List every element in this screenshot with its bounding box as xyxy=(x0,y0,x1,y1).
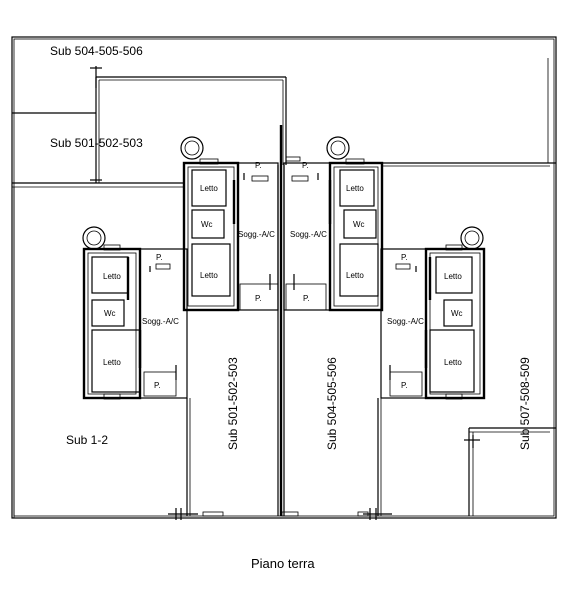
room-soggiorno: Sogg.-A/C xyxy=(290,230,327,239)
label-sub-501-502-503-top: Sub 501-502-503 xyxy=(50,136,143,150)
room-portico: P. xyxy=(156,253,163,262)
bottom-gates xyxy=(168,508,392,520)
label-sub-1-2: Sub 1-2 xyxy=(66,433,108,447)
room-letto: Letto xyxy=(103,272,121,281)
room-portico: P. xyxy=(154,381,161,390)
room-letto: Letto xyxy=(200,271,218,280)
room-portico: P. xyxy=(255,161,262,170)
drawing-caption: Piano terra xyxy=(251,556,315,571)
room-portico: P. xyxy=(302,161,309,170)
room-wc: Wc xyxy=(353,220,365,229)
house-right xyxy=(380,226,486,400)
room-wc: Wc xyxy=(451,309,463,318)
label-sub-501-502-503-vertical: Sub 501-502-503 xyxy=(226,357,240,450)
house-left xyxy=(82,226,188,400)
top-subdivision-lines xyxy=(11,58,556,188)
room-portico: P. xyxy=(255,294,262,303)
room-wc: Wc xyxy=(201,220,213,229)
house-center-right xyxy=(283,136,384,312)
room-soggiorno: Sogg.-A/C xyxy=(387,317,424,326)
room-portico: P. xyxy=(303,294,310,303)
label-sub-507-508-509-vertical: Sub 507-508-509 xyxy=(518,357,532,450)
room-soggiorno: Sogg.-A/C xyxy=(142,317,179,326)
lower-subdivision-lines xyxy=(13,125,556,518)
room-portico: P. xyxy=(401,381,408,390)
label-sub-504-505-506-top: Sub 504-505-506 xyxy=(50,44,143,58)
label-sub-504-505-506-vertical: Sub 504-505-506 xyxy=(325,357,339,450)
room-soggiorno: Sogg.-A/C xyxy=(238,230,275,239)
room-letto: Letto xyxy=(346,271,364,280)
room-letto: Letto xyxy=(200,184,218,193)
room-portico: P. xyxy=(401,253,408,262)
room-letto: Letto xyxy=(444,358,462,367)
house-center-left xyxy=(180,136,301,312)
room-letto: Letto xyxy=(444,272,462,281)
room-letto: Letto xyxy=(346,184,364,193)
room-letto: Letto xyxy=(103,358,121,367)
room-wc: Wc xyxy=(104,309,116,318)
